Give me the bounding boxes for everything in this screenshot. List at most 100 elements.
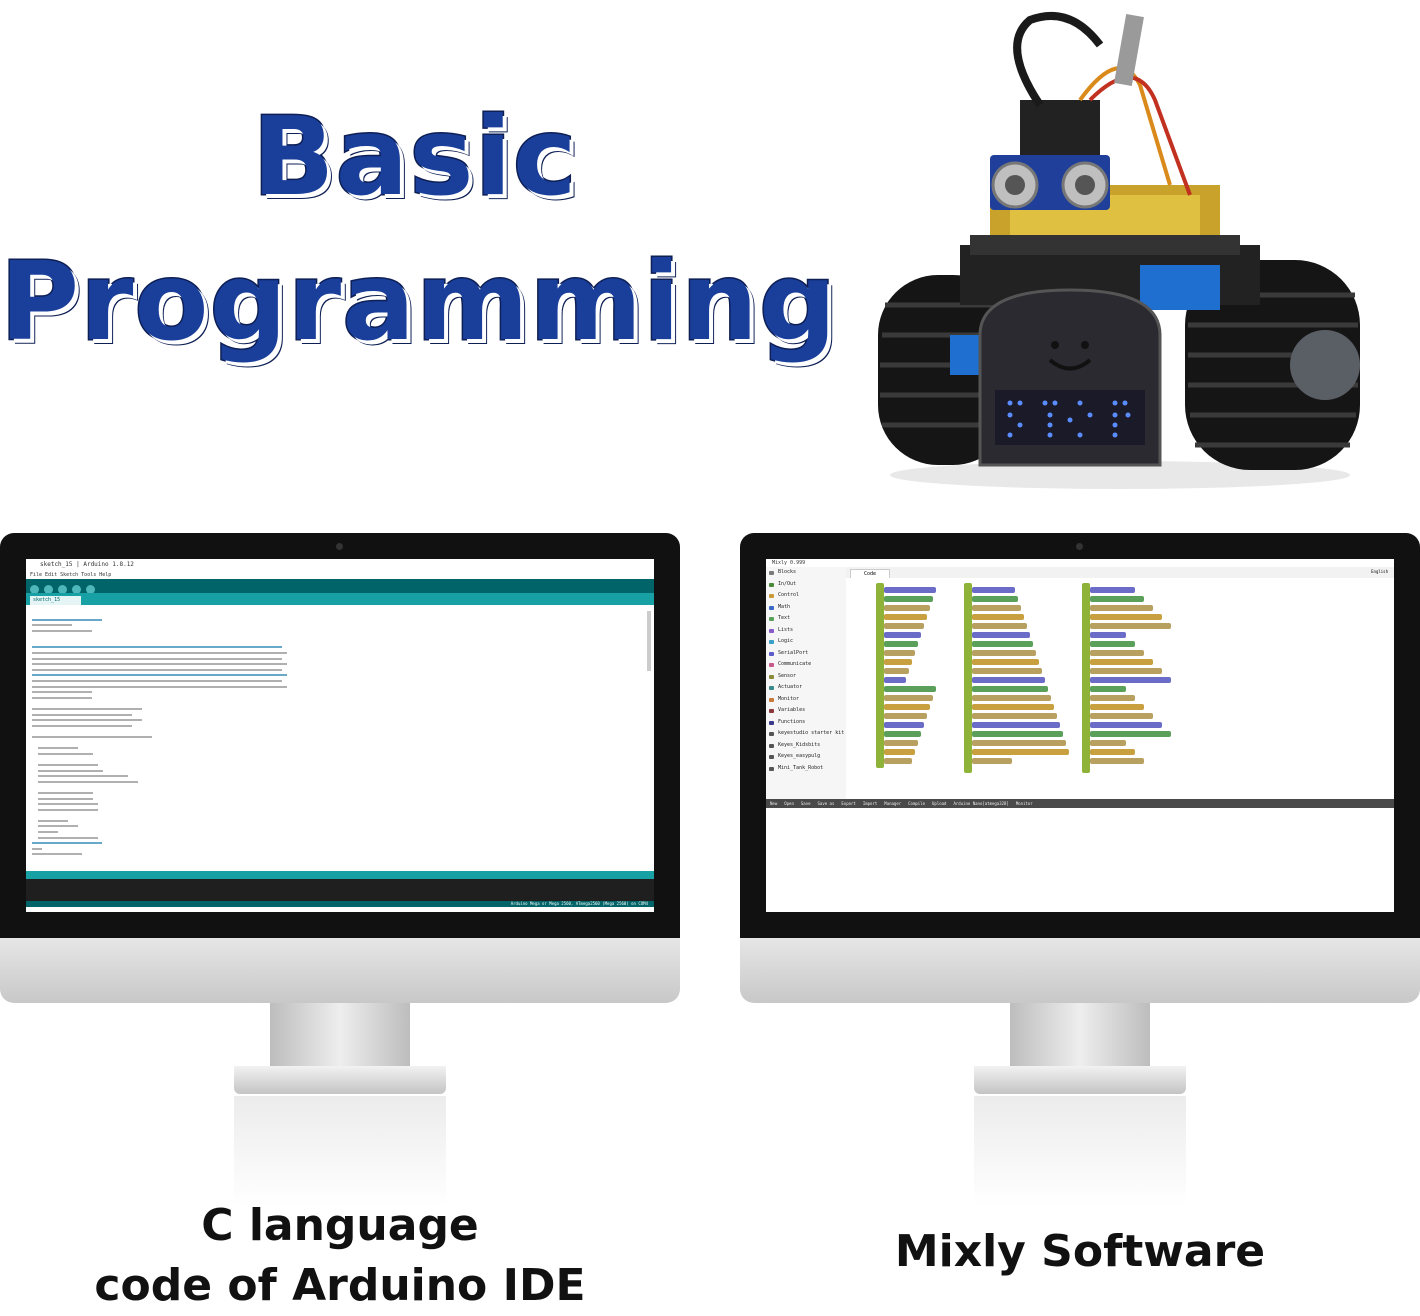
verify-icon[interactable] [30, 585, 39, 594]
bottom-bar-button[interactable]: Open [784, 801, 794, 806]
code-block[interactable] [972, 641, 1033, 647]
code-block[interactable] [1090, 623, 1171, 629]
code-block[interactable] [884, 650, 915, 656]
code-block[interactable] [884, 614, 927, 620]
code-block[interactable] [972, 695, 1051, 701]
category-item[interactable]: Variables [766, 705, 846, 717]
code-block[interactable] [1090, 722, 1162, 728]
open-icon[interactable] [72, 585, 81, 594]
category-item[interactable]: Math [766, 602, 846, 614]
code-block[interactable] [1090, 749, 1135, 755]
code-block[interactable] [972, 605, 1021, 611]
code-block[interactable] [1090, 614, 1162, 620]
category-item[interactable]: Lists [766, 625, 846, 637]
tab-sketch[interactable]: sketch_15 [30, 596, 81, 605]
code-block[interactable] [1090, 758, 1144, 764]
language-select[interactable]: English [1371, 569, 1388, 574]
code-block[interactable] [884, 605, 930, 611]
code-block[interactable] [884, 596, 933, 602]
code-block[interactable] [972, 677, 1045, 683]
code-editor[interactable] [26, 605, 654, 871]
category-item[interactable]: Functions [766, 717, 846, 729]
category-item[interactable]: SerialPort [766, 648, 846, 660]
code-block[interactable] [884, 695, 933, 701]
category-item[interactable]: Text [766, 613, 846, 625]
code-block[interactable] [1090, 686, 1126, 692]
code-block[interactable] [972, 596, 1018, 602]
code-block[interactable] [972, 713, 1057, 719]
code-block[interactable] [884, 704, 930, 710]
bottom-bar-button[interactable]: Compile [908, 801, 925, 806]
category-item[interactable]: Keyes_easypulg [766, 751, 846, 763]
block-workspace[interactable] [846, 578, 1394, 799]
bottom-bar-button[interactable]: Upload [932, 801, 947, 806]
code-block[interactable] [1090, 632, 1126, 638]
code-block[interactable] [972, 623, 1027, 629]
code-block[interactable] [884, 632, 921, 638]
code-block[interactable] [884, 677, 906, 683]
new-icon[interactable] [58, 585, 67, 594]
ide-menu[interactable]: File Edit Sketch Tools Help [26, 571, 654, 579]
code-block[interactable] [972, 668, 1042, 674]
code-block[interactable] [884, 659, 912, 665]
category-item[interactable]: Monitor [766, 694, 846, 706]
category-item[interactable]: Blocks [766, 567, 846, 579]
bottom-bar-button[interactable]: Import [862, 801, 878, 806]
code-block[interactable] [1090, 704, 1144, 710]
code-block[interactable] [972, 749, 1069, 755]
code-block[interactable] [884, 722, 924, 728]
code-block[interactable] [1090, 677, 1171, 683]
code-block[interactable] [972, 686, 1048, 692]
code-block[interactable] [884, 587, 936, 593]
bottom-bar-button[interactable]: Save [800, 801, 811, 806]
code-block[interactable] [972, 614, 1024, 620]
code-block[interactable] [972, 740, 1066, 746]
save-icon[interactable] [86, 585, 95, 594]
code-block[interactable] [1090, 713, 1153, 719]
category-item[interactable]: In/Out [766, 579, 846, 591]
code-block[interactable] [1090, 659, 1153, 665]
bottom-bar-button[interactable]: Save as [817, 801, 835, 806]
code-block[interactable] [1090, 731, 1171, 737]
code-block[interactable] [1090, 596, 1144, 602]
code-block[interactable] [884, 713, 927, 719]
bottom-bar-button[interactable]: Monitor [1015, 801, 1033, 806]
category-item[interactable]: Mini_Tank_Robot [766, 763, 846, 775]
code-block[interactable] [884, 731, 921, 737]
bottom-bar-button[interactable]: Manager [884, 801, 902, 806]
code-block[interactable] [972, 704, 1054, 710]
code-block[interactable] [1090, 605, 1153, 611]
code-block[interactable] [972, 758, 1012, 764]
code-block[interactable] [884, 668, 909, 674]
code-block[interactable] [884, 758, 912, 764]
category-item[interactable]: keyestudio starter kit [766, 728, 846, 740]
category-item[interactable]: Logic [766, 636, 846, 648]
code-block[interactable] [1090, 740, 1126, 746]
upload-icon[interactable] [44, 585, 53, 594]
bottom-bar-button[interactable]: Export [841, 801, 856, 806]
code-block[interactable] [1090, 668, 1162, 674]
code-block[interactable] [972, 722, 1060, 728]
category-item[interactable]: Keyes_Kidsbits [766, 740, 846, 752]
code-block[interactable] [972, 731, 1063, 737]
code-block[interactable] [1090, 587, 1135, 593]
code-block[interactable] [884, 641, 918, 647]
code-block[interactable] [884, 686, 936, 692]
code-block[interactable] [884, 740, 918, 746]
category-item[interactable]: Communicate [766, 659, 846, 671]
code-block[interactable] [884, 623, 924, 629]
code-block[interactable] [1090, 641, 1135, 647]
code-block[interactable] [1090, 650, 1144, 656]
category-item[interactable]: Sensor [766, 671, 846, 683]
code-block[interactable] [972, 587, 1015, 593]
code-block[interactable] [972, 659, 1039, 665]
category-item[interactable]: Control [766, 590, 846, 602]
code-block[interactable] [1090, 695, 1135, 701]
bottom-bar-button[interactable]: Arduino Nano[atmega328] [953, 801, 1009, 806]
code-block[interactable] [972, 650, 1036, 656]
code-block[interactable] [972, 632, 1030, 638]
scrollbar[interactable] [647, 611, 651, 671]
category-item[interactable]: Actuator [766, 682, 846, 694]
bottom-bar-button[interactable]: New [770, 801, 778, 806]
code-block[interactable] [884, 749, 915, 755]
